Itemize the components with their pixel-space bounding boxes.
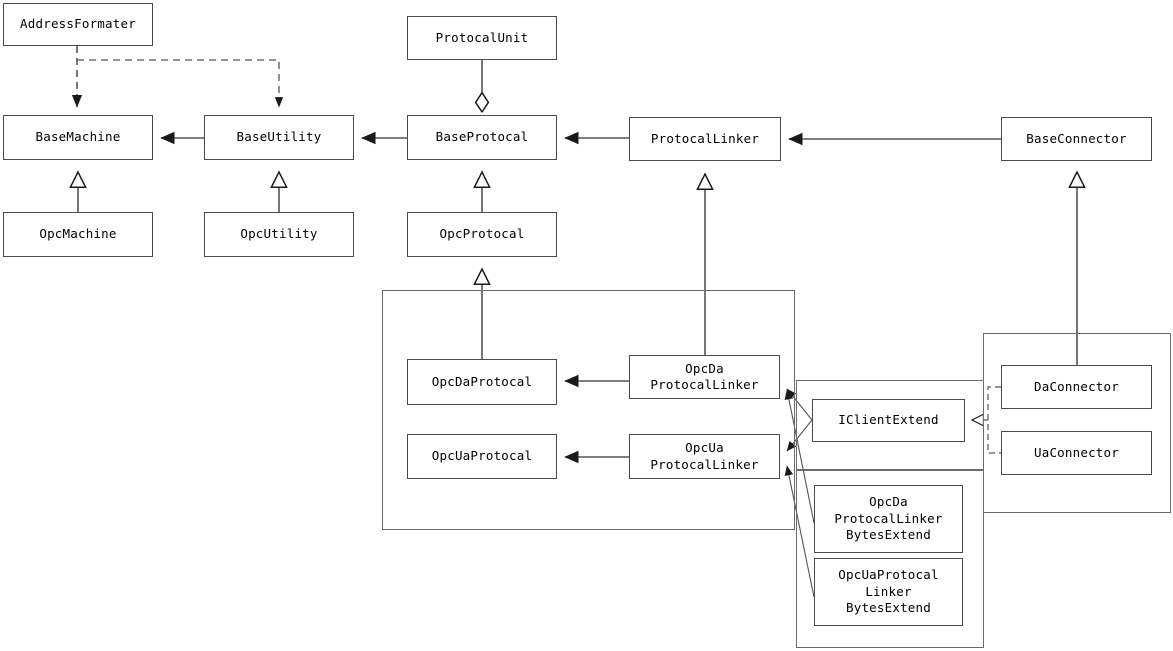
class-box-iclient-extend[interactable]: IClientExtend <box>812 399 965 442</box>
class-label-opc-ua-protocal-linker-bytes-extend: OpcUaProtocal Linker BytesExtend <box>838 567 939 616</box>
class-box-protocal-unit[interactable]: ProtocalUnit <box>407 16 557 60</box>
class-box-da-connector[interactable]: DaConnector <box>1001 365 1152 409</box>
class-box-opc-ua-protocal-linker[interactable]: OpcUa ProtocalLinker <box>629 434 780 479</box>
class-label-base-machine: BaseMachine <box>35 129 121 145</box>
class-label-opc-protocal: OpcProtocal <box>439 226 525 242</box>
class-label-base-protocal: BaseProtocal <box>435 129 529 145</box>
class-box-base-machine[interactable]: BaseMachine <box>3 115 153 160</box>
class-label-base-utility: BaseUtility <box>236 129 322 145</box>
class-box-base-utility[interactable]: BaseUtility <box>204 115 354 160</box>
edge-dabytesextend-to-opcdalinker <box>784 389 815 524</box>
class-label-da-connector: DaConnector <box>1034 378 1119 394</box>
group-extend-package <box>796 470 984 648</box>
group-protocol-package <box>382 290 795 530</box>
class-box-opc-machine[interactable]: OpcMachine <box>3 212 153 257</box>
class-box-opc-da-protocal[interactable]: OpcDaProtocal <box>407 359 557 405</box>
class-label-base-connector: BaseConnector <box>1026 130 1127 146</box>
class-label-opc-da-protocal-linker: OpcDa ProtocalLinker <box>650 360 759 393</box>
class-label-opc-ua-protocal: OpcUaProtocal <box>431 448 533 464</box>
class-label-protocal-unit: ProtocalUnit <box>435 29 529 45</box>
class-label-address-formater: AddressFormater <box>20 16 136 32</box>
class-box-ua-connector[interactable]: UaConnector <box>1001 431 1152 475</box>
class-label-opc-machine: OpcMachine <box>39 226 117 242</box>
class-box-opc-utility[interactable]: OpcUtility <box>204 212 354 257</box>
group-connector-package <box>983 333 1171 513</box>
class-box-base-connector[interactable]: BaseConnector <box>1001 117 1152 161</box>
edge-uabytesextend-to-opcualinker <box>784 465 815 598</box>
class-box-address-formater[interactable]: AddressFormater <box>3 3 153 46</box>
class-box-opc-da-protocal-linker-bytes-extend[interactable]: OpcDa ProtocalLinker BytesExtend <box>814 485 963 553</box>
class-box-opc-protocal[interactable]: OpcProtocal <box>407 212 557 257</box>
edge-connectors-to-iclientextend <box>972 386 1001 454</box>
class-label-ua-connector: UaConnector <box>1034 444 1119 460</box>
class-label-iclient-extend: IClientExtend <box>838 412 939 428</box>
class-label-opc-ua-protocal-linker: OpcUa ProtocalLinker <box>650 440 759 472</box>
class-label-protocal-linker: ProtocalLinker <box>650 130 760 146</box>
class-label-opc-da-protocal-linker-bytes-extend: OpcDa ProtocalLinker BytesExtend <box>834 494 943 543</box>
class-box-opc-da-protocal-linker[interactable]: OpcDa ProtocalLinker <box>629 355 780 399</box>
class-box-protocal-linker[interactable]: ProtocalLinker <box>629 117 781 161</box>
class-box-base-protocal[interactable]: BaseProtocal <box>407 115 557 160</box>
class-box-opc-ua-protocal-linker-bytes-extend[interactable]: OpcUaProtocal Linker BytesExtend <box>814 558 963 626</box>
edge-iclientextend-to-opcualinker <box>786 419 813 452</box>
class-label-opc-utility: OpcUtility <box>240 226 318 242</box>
edge-addressformater-to-baseutility <box>77 59 284 108</box>
class-box-opc-ua-protocal[interactable]: OpcUaProtocal <box>407 434 557 479</box>
class-label-opc-da-protocal: OpcDaProtocal <box>431 373 533 389</box>
